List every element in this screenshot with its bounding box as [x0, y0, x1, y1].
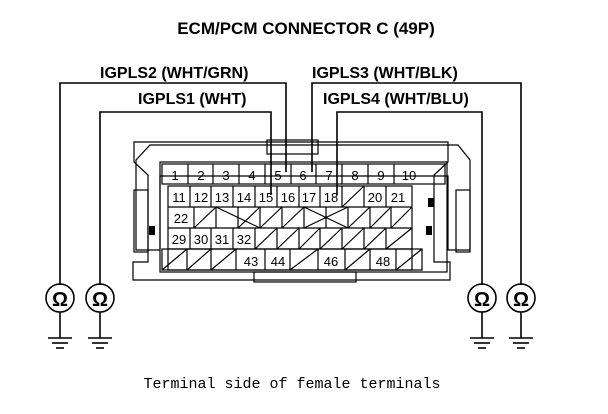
pin-11: 11	[172, 190, 186, 205]
label-igpls1: IGPLS1 (WHT)	[138, 91, 246, 108]
pin-17: 17	[302, 190, 316, 205]
pin-48: 48	[376, 254, 390, 269]
diagram-title: ECM/PCM CONNECTOR C (49P)	[177, 19, 435, 38]
pin-7: 7	[325, 168, 332, 183]
pin-8: 8	[351, 168, 358, 183]
pin-13: 13	[215, 190, 229, 205]
pin-16: 16	[281, 190, 295, 205]
caption: Terminal side of female terminals	[143, 376, 440, 393]
pin-30: 30	[194, 232, 208, 247]
ground-icon	[88, 337, 112, 349]
pin-2: 2	[197, 168, 204, 183]
pin-3: 3	[222, 168, 229, 183]
pin-31: 31	[215, 232, 229, 247]
pin-10: 10	[402, 168, 416, 183]
pin-9: 9	[377, 168, 384, 183]
row1-dividers	[187, 164, 395, 184]
meter-left-1: Ω	[45, 283, 75, 349]
pin-21: 21	[391, 190, 405, 205]
pin-4: 4	[248, 168, 255, 183]
wire-igpls3	[311, 82, 522, 285]
connector-housing	[132, 139, 471, 283]
wire-igpls2	[59, 82, 287, 285]
ground-icon	[470, 337, 494, 349]
pin-5: 5	[274, 168, 281, 183]
pin-46: 46	[324, 254, 338, 269]
pin-15: 15	[259, 190, 273, 205]
label-igpls3: IGPLS3 (WHT/BLK)	[312, 65, 458, 82]
svg-text:Ω: Ω	[513, 289, 529, 311]
pin-grid: 1 2 3 4 5 6 7 8 9 10 11 12 13 1	[161, 163, 446, 271]
label-igpls2: IGPLS2 (WHT/GRN)	[100, 65, 248, 82]
svg-text:Ω: Ω	[52, 289, 68, 311]
pin-6: 6	[299, 168, 306, 183]
row2-dividers	[189, 186, 387, 207]
pin-29: 29	[172, 232, 186, 247]
wire-igpls4	[336, 111, 483, 285]
label-igpls4: IGPLS4 (WHT/BLU)	[323, 91, 469, 108]
ground-icon	[48, 337, 72, 349]
row3-cells	[193, 206, 413, 229]
pin-22: 22	[174, 211, 188, 226]
meter-left-2: Ω	[85, 283, 115, 349]
pin-12: 12	[194, 190, 208, 205]
ground-icon	[509, 337, 533, 349]
meter-right-2: Ω	[506, 283, 536, 349]
pin-44: 44	[271, 254, 285, 269]
row4-cells	[189, 227, 413, 250]
svg-text:Ω: Ω	[474, 289, 490, 311]
pin-20: 20	[368, 190, 382, 205]
pin-43: 43	[244, 254, 258, 269]
pin-18: 18	[324, 190, 338, 205]
svg-text:Ω: Ω	[92, 289, 108, 311]
pin-1: 1	[171, 168, 178, 183]
pin-32: 32	[237, 232, 251, 247]
meter-right-1: Ω	[467, 283, 497, 349]
row5-cells	[161, 248, 423, 271]
pin-14: 14	[237, 190, 251, 205]
